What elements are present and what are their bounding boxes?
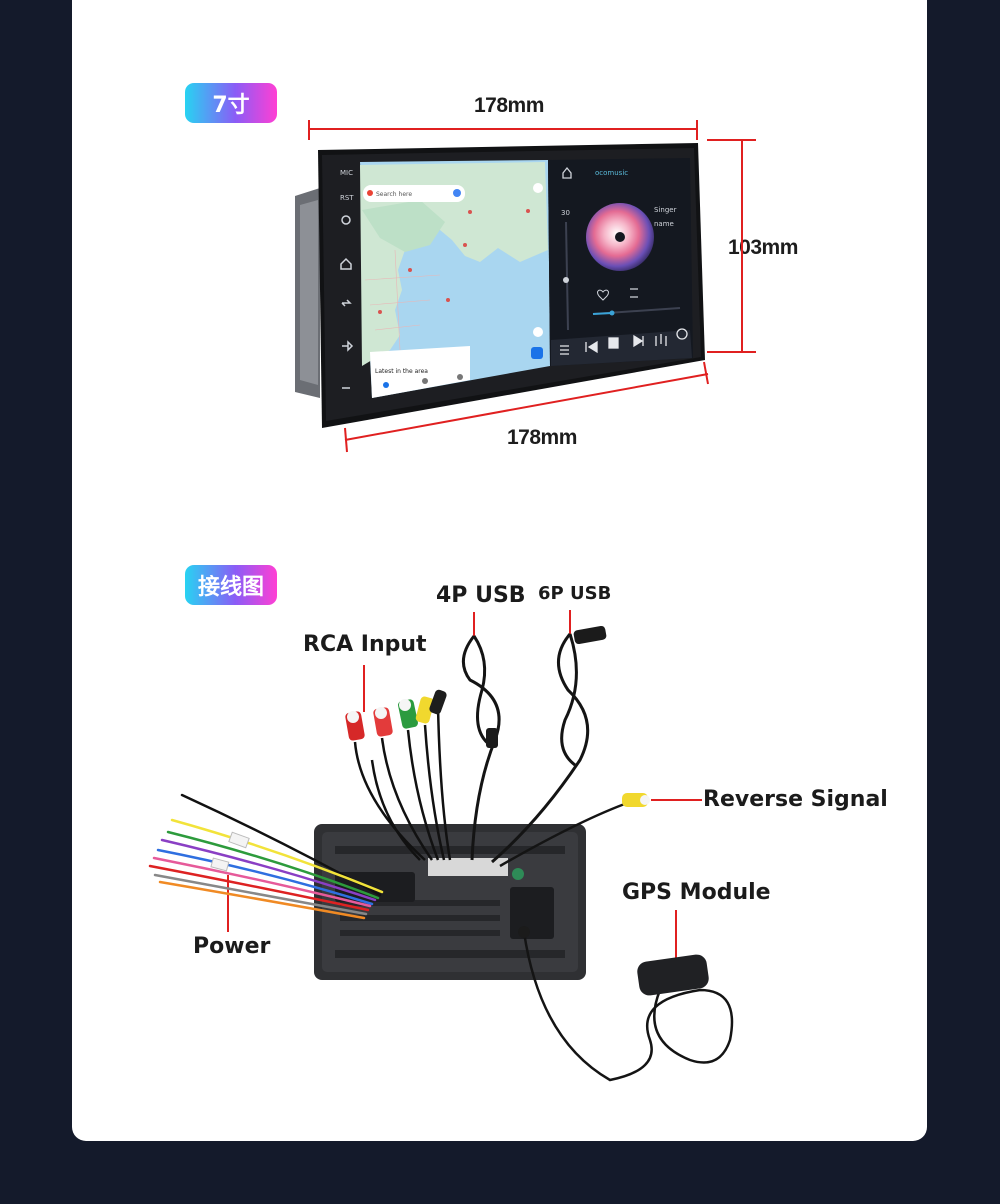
- navigate-icon[interactable]: [531, 347, 543, 359]
- usb6-label: 6P USB: [538, 583, 612, 604]
- power-label: Power: [193, 934, 271, 959]
- settings-icon[interactable]: [676, 328, 688, 340]
- repeat-icon[interactable]: [630, 288, 638, 298]
- dimension-lines: [308, 120, 756, 453]
- playlist-icon[interactable]: [560, 345, 569, 355]
- rca-connectors: [345, 689, 447, 741]
- gps-module: [637, 954, 709, 996]
- wiring-badge: 接线图: [185, 565, 277, 605]
- music-home-icon: [562, 166, 572, 179]
- voice-search-icon[interactable]: [453, 189, 461, 197]
- music-brand: ocomusic: [595, 169, 628, 177]
- rst-button[interactable]: RST: [340, 194, 354, 202]
- usb6-cable: [491, 633, 590, 864]
- home-icon: [340, 257, 352, 270]
- stop-icon[interactable]: [608, 337, 619, 349]
- rca-label: RCA Input: [303, 632, 427, 657]
- map-panel-title: Latest in the area: [375, 368, 428, 375]
- mic-button[interactable]: MIC: [340, 169, 353, 177]
- next-icon[interactable]: [633, 334, 644, 348]
- equalizer-icon[interactable]: [655, 334, 667, 346]
- favorite-icon[interactable]: [597, 289, 609, 301]
- reverse-label: Reverse Signal: [703, 787, 888, 812]
- gps-cable: [522, 931, 734, 1082]
- volume-slider-handle[interactable]: [563, 277, 569, 283]
- previous-icon[interactable]: [585, 340, 598, 354]
- usb4-label: 4P USB: [436, 583, 526, 608]
- gps-label: GPS Module: [622, 880, 771, 905]
- song-name-label: name: [654, 220, 674, 228]
- map-search-input[interactable]: Search here: [376, 191, 412, 198]
- reverse-cable: [499, 800, 631, 868]
- compass-icon[interactable]: [533, 327, 543, 337]
- usb4-cable: [462, 635, 501, 861]
- size-badge: 7寸: [185, 83, 277, 123]
- map-layers-icon[interactable]: [533, 183, 543, 193]
- volume-up-icon: [342, 340, 354, 352]
- bottom-width-label: 178mm: [507, 426, 577, 449]
- height-label: 103mm: [728, 236, 798, 259]
- singer-label: Singer: [654, 206, 677, 214]
- progress-bar[interactable]: [592, 312, 613, 315]
- top-width-label: 178mm: [474, 94, 544, 117]
- back-icon: [341, 299, 352, 307]
- power-icon: [341, 215, 351, 225]
- volume-value: 30: [561, 209, 570, 217]
